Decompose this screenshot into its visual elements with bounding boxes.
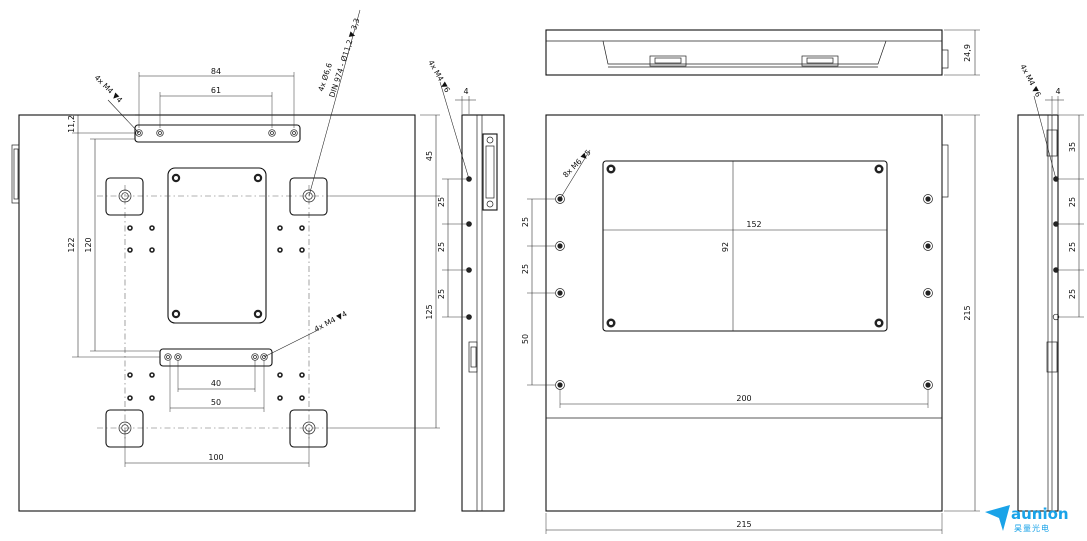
rear-dim-215-w: 215 bbox=[736, 520, 751, 529]
front-side-tab bbox=[11, 144, 20, 204]
front-view: 84 61 40 50 100 11,2 122 120 4 bbox=[11, 9, 440, 512]
top-slot-holes bbox=[135, 129, 298, 137]
middle-slot-bar bbox=[159, 348, 273, 367]
center-window bbox=[167, 167, 267, 324]
side-right-dim-4: 4 bbox=[1055, 87, 1060, 96]
side-view-right: 35 25 25 25 4 4x M4 ▼6 bbox=[1017, 63, 1084, 512]
rear-plate-outline bbox=[545, 114, 943, 512]
side-right-callout-m4: 4x M4 ▼6 bbox=[1018, 63, 1043, 99]
rear-dim-152: 152 bbox=[746, 220, 761, 229]
dim-100: 100 bbox=[208, 453, 223, 462]
top-view-clips bbox=[649, 55, 839, 67]
side-left-outline bbox=[461, 114, 505, 512]
rear-dim-25-b: 25 bbox=[521, 264, 530, 274]
side-right-dim-35: 35 bbox=[1068, 142, 1077, 152]
dim-125: 125 bbox=[425, 304, 434, 319]
side-view-left: 25 25 25 4 4x M4 ▼6 bbox=[426, 59, 505, 512]
rear-m6-holes bbox=[555, 194, 933, 390]
dim-84: 84 bbox=[211, 67, 221, 76]
dim-61: 61 bbox=[211, 86, 221, 95]
side-connector bbox=[482, 133, 498, 211]
side-right-dim-25-c: 25 bbox=[1068, 289, 1077, 299]
rear-window bbox=[602, 160, 888, 332]
top-view: 24,9 bbox=[545, 29, 980, 76]
logo-word: aunion bbox=[1011, 505, 1069, 523]
dim-40: 40 bbox=[211, 379, 221, 388]
top-slot-bar bbox=[134, 124, 301, 143]
rear-dim-25-a: 25 bbox=[521, 217, 530, 227]
dim-120: 120 bbox=[84, 237, 93, 252]
aunion-logo: aunion 昊量光电 bbox=[985, 505, 1069, 533]
dim-50: 50 bbox=[211, 398, 221, 407]
dim-11-2: 11,2 bbox=[67, 115, 76, 133]
rear-callout-m6: 8x M6 ▼5 bbox=[561, 148, 593, 180]
center-window-screws bbox=[171, 173, 263, 319]
rear-window-screws bbox=[606, 164, 884, 328]
callout-m4-top: 4x M4 ▼4 bbox=[93, 73, 125, 105]
rear-view: 152 92 25 25 50 200 215 bbox=[521, 114, 980, 534]
side-right-dim-25-b: 25 bbox=[1068, 242, 1077, 252]
side-left-callout-m4: 4x M4 ▼6 bbox=[426, 59, 452, 95]
front-small-holes bbox=[127, 225, 305, 401]
rear-dim-92: 92 bbox=[721, 242, 730, 252]
callout-m4-mid: 4x M4 ▼4 bbox=[313, 309, 349, 334]
dim-122: 122 bbox=[67, 237, 76, 252]
top-dim-24-9: 24,9 bbox=[963, 44, 972, 62]
front-plate-outline bbox=[18, 114, 416, 512]
rear-dim-50: 50 bbox=[521, 334, 530, 344]
side-left-dim-25-c: 25 bbox=[437, 289, 446, 299]
side-left-dim-25-b: 25 bbox=[437, 242, 446, 252]
side-left-dim-4: 4 bbox=[463, 87, 468, 96]
side-left-dim-25-a: 25 bbox=[437, 197, 446, 207]
logo-subtitle: 昊量光电 bbox=[1014, 523, 1050, 533]
front-side-tab-inner bbox=[13, 148, 19, 200]
middle-slot-holes bbox=[164, 353, 268, 361]
logo-mark-icon bbox=[985, 505, 1010, 531]
rear-dim-215-h: 215 bbox=[963, 305, 972, 320]
callout-counterbore-2: DIN 974 - Ø11,2 ▼ 3,3 bbox=[327, 17, 361, 99]
side-right-dim-25-a: 25 bbox=[1068, 197, 1077, 207]
dim-45: 45 bbox=[425, 151, 434, 161]
side-right-outline bbox=[1017, 114, 1059, 512]
rear-dim-200: 200 bbox=[736, 394, 751, 403]
